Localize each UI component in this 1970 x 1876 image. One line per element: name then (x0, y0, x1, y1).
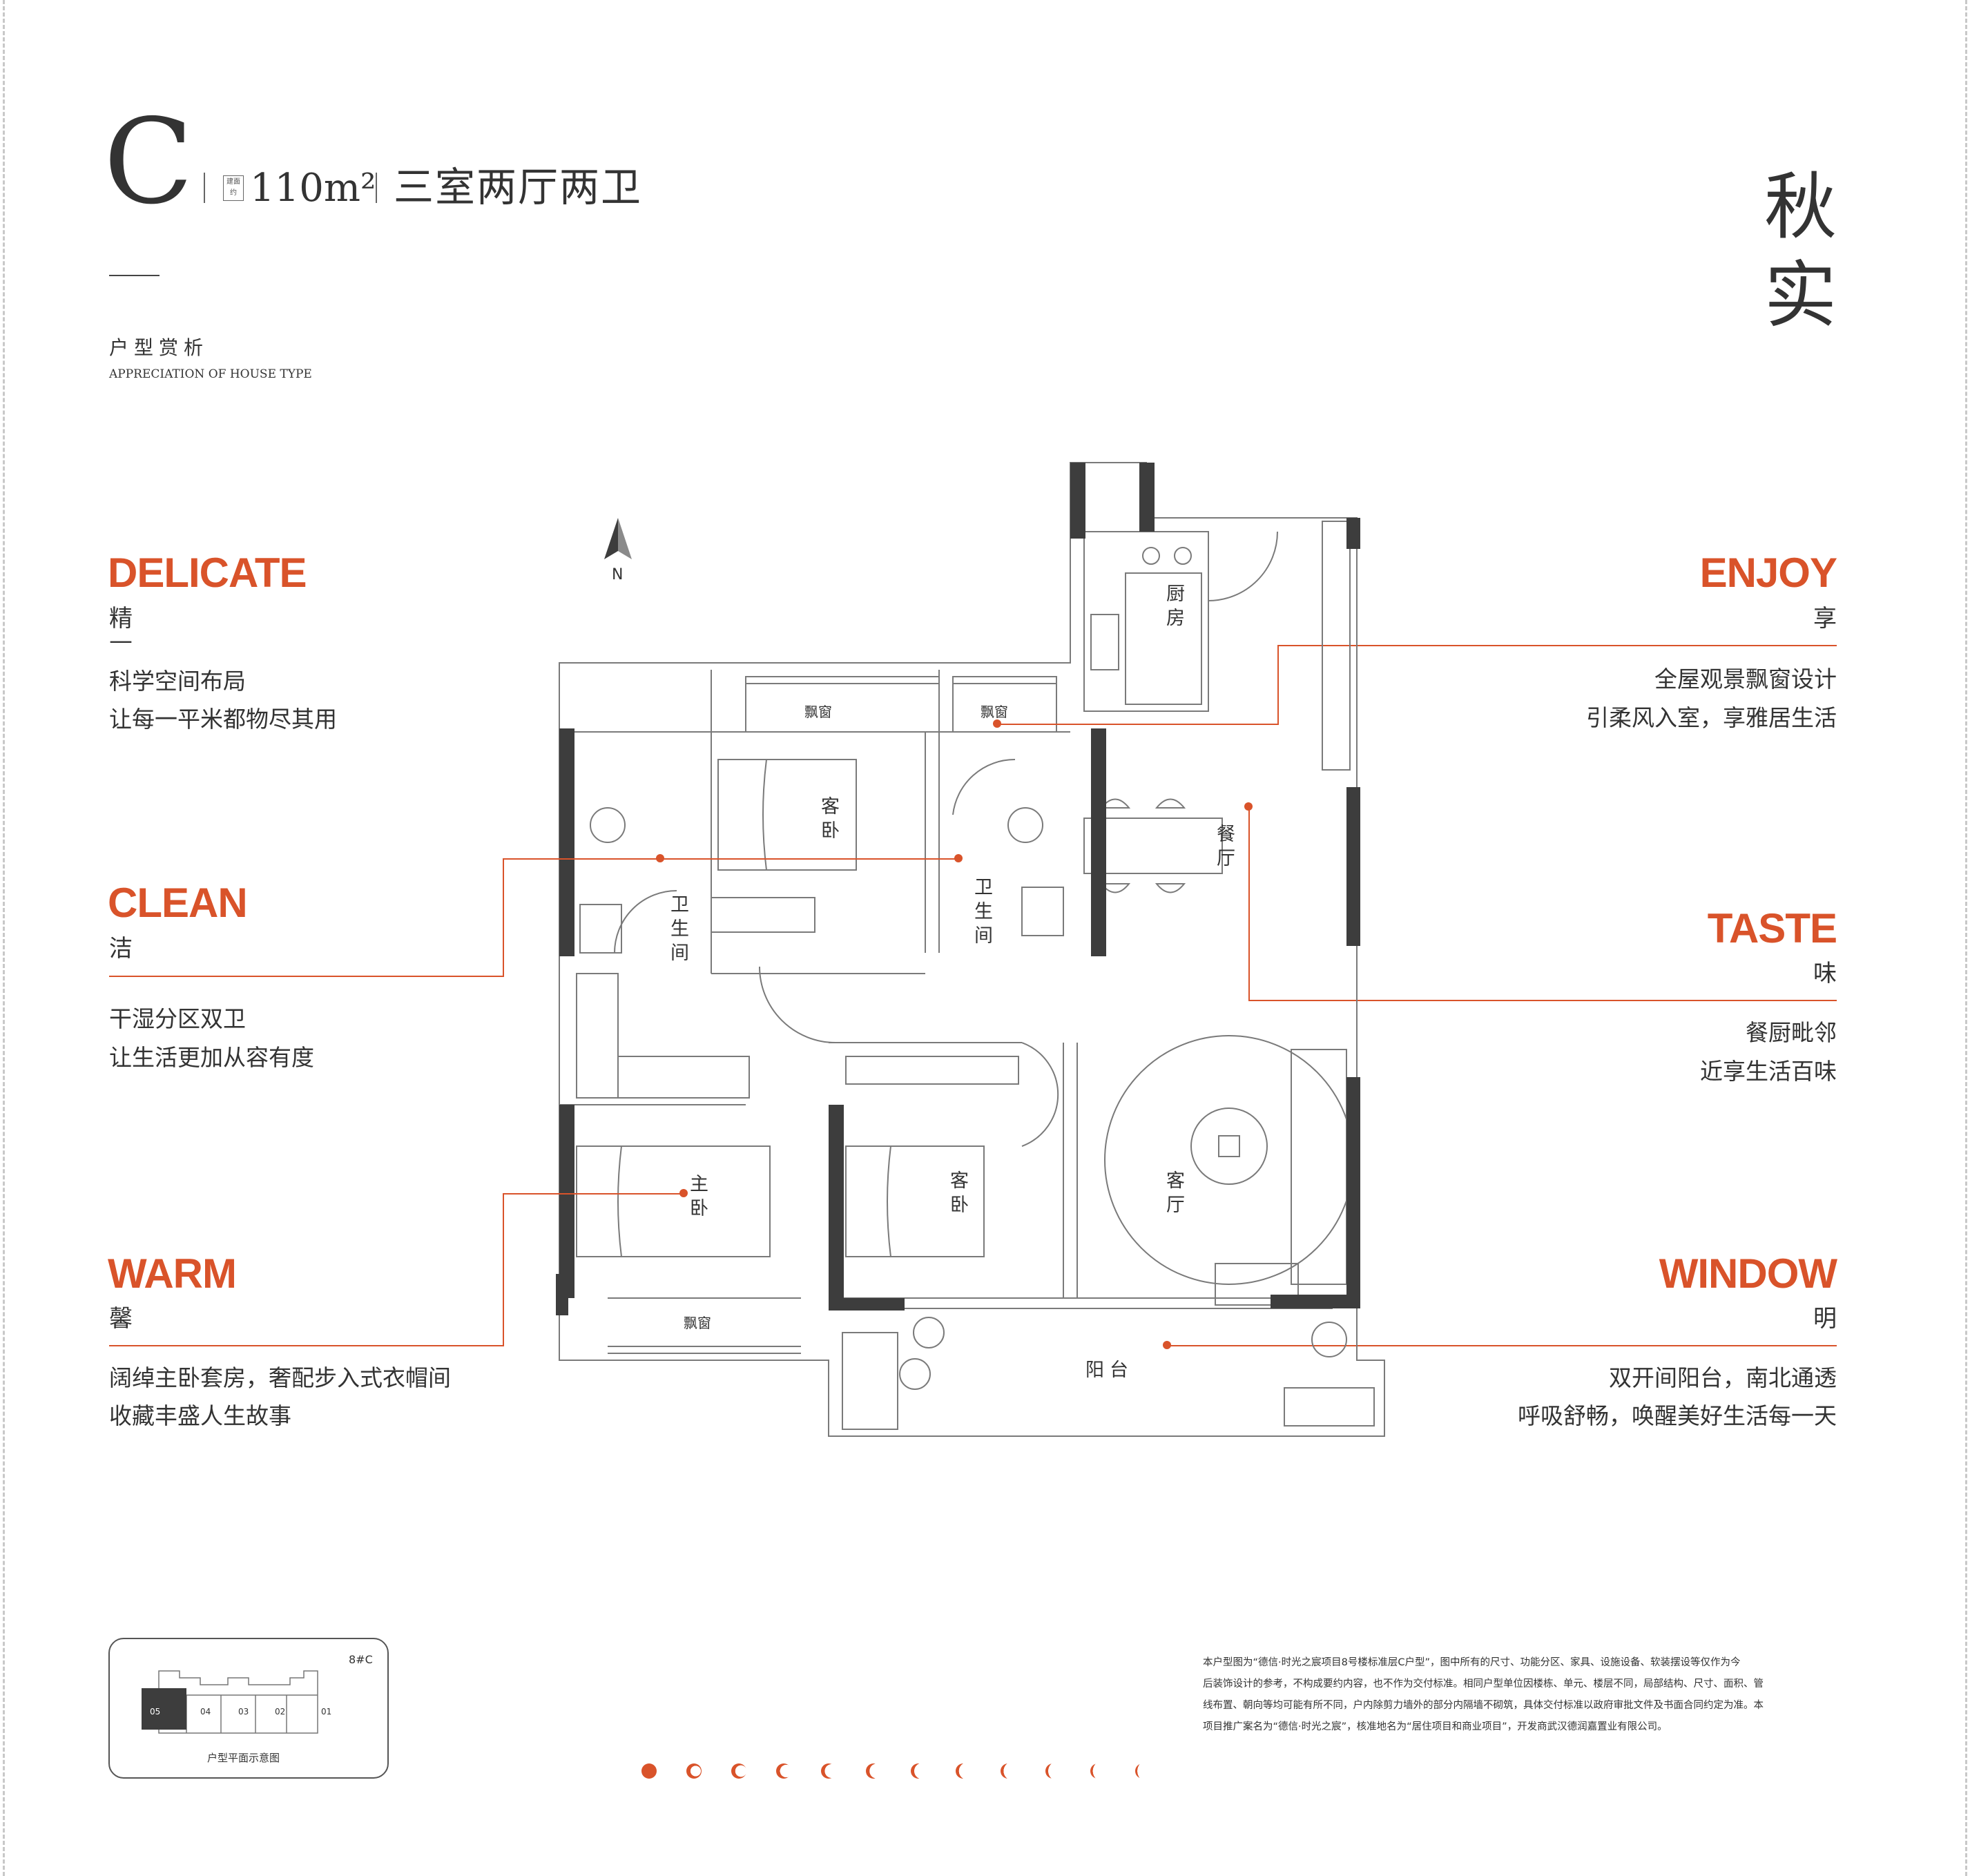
dining-label: 餐厅 (1213, 824, 1235, 872)
keyplan-unit-02: 02 (275, 1707, 286, 1717)
clean-leader-line (109, 976, 503, 977)
enjoy-title: ENJOY (1699, 550, 1837, 596)
taste-title: TASTE (1707, 905, 1837, 951)
disclaimer-line-4: 项目推广案名为“德信·时光之宸”，核准地名为“居住项目和商业项目”，开发商武汉德… (1203, 1721, 1668, 1732)
taste-line-1: 餐厨毗邻 (1746, 1019, 1837, 1046)
enjoy-line-2: 引柔风入室，享雅居生活 (1586, 704, 1837, 731)
disclaimer-line-2: 后装饰设计的参考，不构成要约内容，也不作为交付标准。相同户型单位因楼栋、单元、楼… (1203, 1679, 1764, 1690)
delicate-dash: — (109, 627, 133, 655)
moon-phase-icon (1045, 1763, 1061, 1779)
enjoy-plan-leader-v (1277, 645, 1279, 725)
moon-phase-icon (1001, 1763, 1016, 1779)
moon-phase-icon (1090, 1763, 1105, 1779)
keyplan-unit-04: 04 (200, 1707, 211, 1717)
area-tag: 建面约 (223, 175, 244, 201)
disclaimer-box: 本户型图为“德信·时光之宸项目8号楼标准层C户型”，图中所有的尺寸、功能分区、家… (1203, 1652, 1764, 1738)
taste-leader-line (1248, 1000, 1837, 1001)
window-zh: 明 (1813, 1305, 1837, 1333)
delicate-zh: 精 (109, 605, 133, 632)
type-letter: C (104, 94, 194, 231)
clean-title: CLEAN (108, 880, 248, 926)
delicate-line-1: 科学空间布局 (109, 668, 246, 695)
moon-phase-icon (821, 1763, 836, 1779)
living-label: 客厅 (1163, 1170, 1184, 1219)
title-divider-2 (376, 173, 377, 203)
enjoy-line-1: 全屋观景飘窗设计 (1654, 666, 1837, 693)
plan-outline (559, 462, 1385, 1437)
layout-title: 三室两厅两卫 (394, 164, 643, 211)
master-bedroom-label: 主卧 (686, 1174, 708, 1222)
moon-phase-icon (1135, 1763, 1150, 1779)
bay-window-label-3: 飘窗 (684, 1315, 711, 1331)
warm-plan-dot (679, 1189, 688, 1197)
keyplan-unit-03: 03 (238, 1707, 249, 1717)
bathroom-label-1: 卫生间 (667, 894, 688, 967)
left-page-edge (3, 0, 5, 1876)
clean-plan-leader-h (503, 858, 958, 860)
moon-phase-icon (776, 1763, 791, 1779)
title-divider-1 (204, 173, 205, 203)
north-arrow-icon (604, 518, 632, 559)
moon-phase-icon (686, 1763, 702, 1779)
window-leader-line (1167, 1345, 1837, 1346)
guest-bedroom-label-2: 客卧 (947, 1170, 968, 1219)
disclaimer-line-1: 本户型图为“德信·时光之宸项目8号楼标准层C户型”，图中所有的尺寸、功能分区、家… (1203, 1657, 1741, 1668)
guest-bedroom-label-1: 客卧 (818, 796, 839, 844)
clean-plan-dot-1 (656, 854, 664, 862)
warm-line-2: 收藏丰盛人生故事 (109, 1402, 291, 1429)
kitchen-label: 厨房 (1163, 583, 1184, 632)
subtitle-en: APPRECIATION OF HOUSE TYPE (109, 367, 312, 381)
clean-plan-dot-2 (954, 854, 963, 862)
right-page-edge (1965, 0, 1967, 1876)
window-line-2: 呼吸舒畅，唤醒美好生活每一天 (1518, 1402, 1837, 1429)
warm-title: WARM (108, 1250, 237, 1297)
bay-window-label-2: 飘窗 (981, 704, 1008, 720)
warm-zh: 馨 (109, 1305, 133, 1333)
bathroom-label-2: 卫生间 (971, 877, 992, 949)
keyplan-building: 8#C (349, 1653, 373, 1666)
enjoy-plan-leader-h (997, 724, 1279, 725)
keyplan-unit-01: 01 (321, 1707, 332, 1717)
keyplan-caption: 户型平面示意图 (207, 1752, 280, 1764)
keyplan-diagram (142, 1670, 318, 1734)
window-line-1: 双开间阳台，南北通透 (1609, 1364, 1837, 1391)
delicate-line-2: 让每一平米都物尽其用 (109, 706, 337, 733)
enjoy-leader-line (1277, 645, 1837, 646)
keyplan-box (108, 1638, 389, 1779)
clean-zh: 洁 (109, 935, 133, 963)
moon-phase-icon (641, 1763, 657, 1779)
warm-plan-leader-v (503, 1193, 504, 1346)
taste-plan-leader-v (1248, 806, 1250, 1001)
clean-line-1: 干湿分区双卫 (109, 1005, 246, 1032)
moon-phase-icon (731, 1763, 746, 1779)
disclaimer-line-3: 线布置、朝向等均可能有所不同，户内除剪力墙外的部分内隔墙不砌筑，具体交付标准以政… (1203, 1700, 1764, 1711)
moon-phase-row (641, 1763, 1150, 1780)
moon-phase-icon (956, 1763, 971, 1779)
moon-phase-icon (866, 1763, 881, 1779)
window-plan-dot (1163, 1341, 1171, 1349)
season-char-2: 实 (1764, 253, 1837, 338)
keyplan-unit-05: 05 (150, 1707, 161, 1717)
warm-line-1: 阔绰主卧套房，奢配步入式衣帽间 (109, 1364, 451, 1391)
warm-plan-leader-h (503, 1193, 684, 1195)
moon-phase-icon (911, 1763, 926, 1779)
bay-window-label-1: 飘窗 (804, 704, 832, 720)
clean-line-2: 让生活更加从容有度 (109, 1044, 314, 1071)
header-rule (109, 275, 160, 276)
taste-plan-dot (1244, 802, 1253, 811)
north-label: N (612, 566, 624, 583)
window-title: WINDOW (1659, 1250, 1837, 1297)
warm-leader-line (109, 1345, 503, 1346)
enjoy-plan-dot (993, 719, 1001, 728)
floor-plan (556, 462, 1385, 1437)
taste-zh: 味 (1813, 960, 1837, 987)
season-char-1: 秋 (1764, 165, 1837, 249)
enjoy-zh: 享 (1813, 605, 1837, 632)
taste-line-2: 近享生活百味 (1700, 1058, 1837, 1085)
area-value: 110m² (250, 166, 376, 211)
balcony-label: 阳台 (1085, 1360, 1134, 1381)
subtitle-zh: 户型赏析 (109, 336, 209, 359)
clean-plan-leader-v (503, 858, 504, 977)
delicate-title: DELICATE (108, 550, 307, 596)
